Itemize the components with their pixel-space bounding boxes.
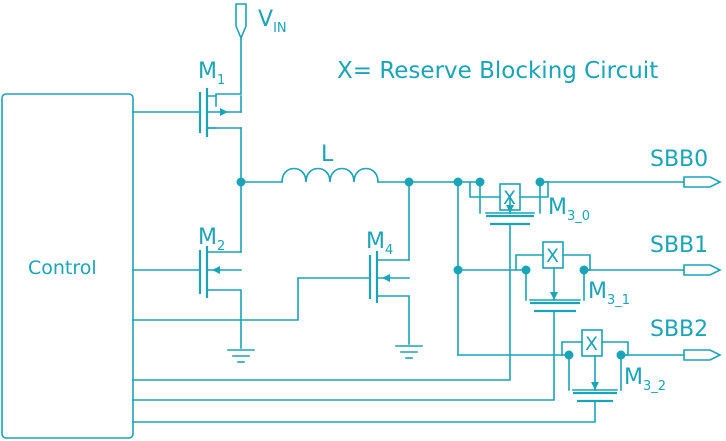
sbb0-label: SBB0 bbox=[650, 147, 708, 172]
sbb0-pin bbox=[683, 176, 722, 188]
m31-transistor: X bbox=[515, 241, 591, 313]
m32-gate-wire bbox=[132, 400, 596, 423]
vin-wire bbox=[215, 37, 242, 107]
vin-pin bbox=[235, 3, 247, 41]
m31-gate-wire bbox=[132, 310, 555, 401]
x-block bbox=[581, 329, 603, 357]
ground-icon bbox=[227, 349, 255, 363]
inductor-label: L bbox=[321, 142, 334, 167]
m1-label: M1 bbox=[198, 59, 225, 88]
control-block bbox=[1, 93, 134, 439]
control-label: Control bbox=[28, 257, 97, 279]
diagram-title: X= Reserve Blocking Circuit bbox=[337, 58, 658, 84]
ground-icon bbox=[395, 345, 423, 359]
m30-label: M3_0 bbox=[548, 195, 590, 224]
m30-transistor: X bbox=[469, 181, 549, 226]
sbb1-pin bbox=[683, 264, 722, 276]
sbb2-pin bbox=[683, 349, 722, 361]
inductor bbox=[281, 167, 379, 183]
svg-text:X: X bbox=[546, 245, 559, 267]
m4-label: M4 bbox=[366, 229, 393, 258]
m2-transistor bbox=[198, 246, 242, 349]
m4-transistor bbox=[368, 251, 410, 345]
vin-label: VIN bbox=[258, 7, 287, 36]
m2-label: M2 bbox=[198, 225, 225, 254]
m1-transistor bbox=[198, 88, 242, 137]
sbb1-label: SBB1 bbox=[650, 233, 708, 258]
m4-gate-wire bbox=[132, 277, 371, 321]
m31-label: M3_1 bbox=[588, 279, 630, 308]
svg-text:X: X bbox=[585, 333, 598, 355]
m30-gate-wire bbox=[132, 223, 511, 381]
m32-transistor: X bbox=[561, 329, 629, 403]
sbb2-label: SBB2 bbox=[650, 317, 708, 342]
m32-label: M3_2 bbox=[624, 365, 666, 394]
